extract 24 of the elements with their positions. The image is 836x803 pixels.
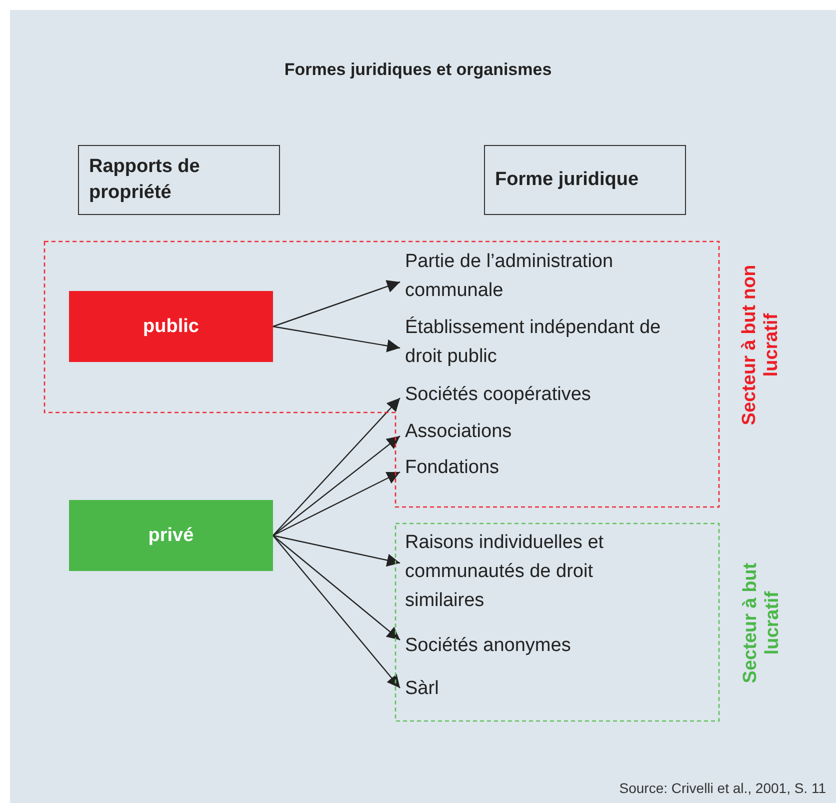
header-box: Rapports de propriété (78, 145, 280, 215)
list-item: Raisons individuelles et communautés de droit similaires (400, 528, 655, 616)
arrow (272, 398, 400, 536)
category-box: public (69, 291, 273, 362)
arrow (272, 280, 400, 328)
list-item: Établissement indépendant de droit public (400, 313, 690, 373)
list-item: Associations (400, 417, 690, 447)
arrow (272, 535, 400, 688)
sector-heading: Secteur à but lucratif (740, 561, 784, 685)
arrow (272, 436, 400, 536)
list-item: Partie de l’administration communale (400, 247, 690, 307)
source-note: Source: Crivelli et al., 2001, S. 11 (619, 780, 826, 796)
category-box: privé (69, 500, 273, 571)
sector-heading: Secteur à but non lucratif (739, 263, 783, 427)
list-item: Fondations (400, 453, 690, 483)
list-item: Sociétés anonymes (400, 631, 690, 661)
arrow (272, 535, 400, 640)
list-item: Sàrl (400, 674, 690, 704)
diagram-title: Formes juridiques et organismes (284, 60, 552, 79)
arrow (272, 534, 400, 567)
header-box: Forme juridique (484, 145, 686, 215)
list-item: Sociétés coopératives (400, 380, 690, 410)
arrow (272, 471, 400, 536)
arrow (272, 326, 400, 352)
